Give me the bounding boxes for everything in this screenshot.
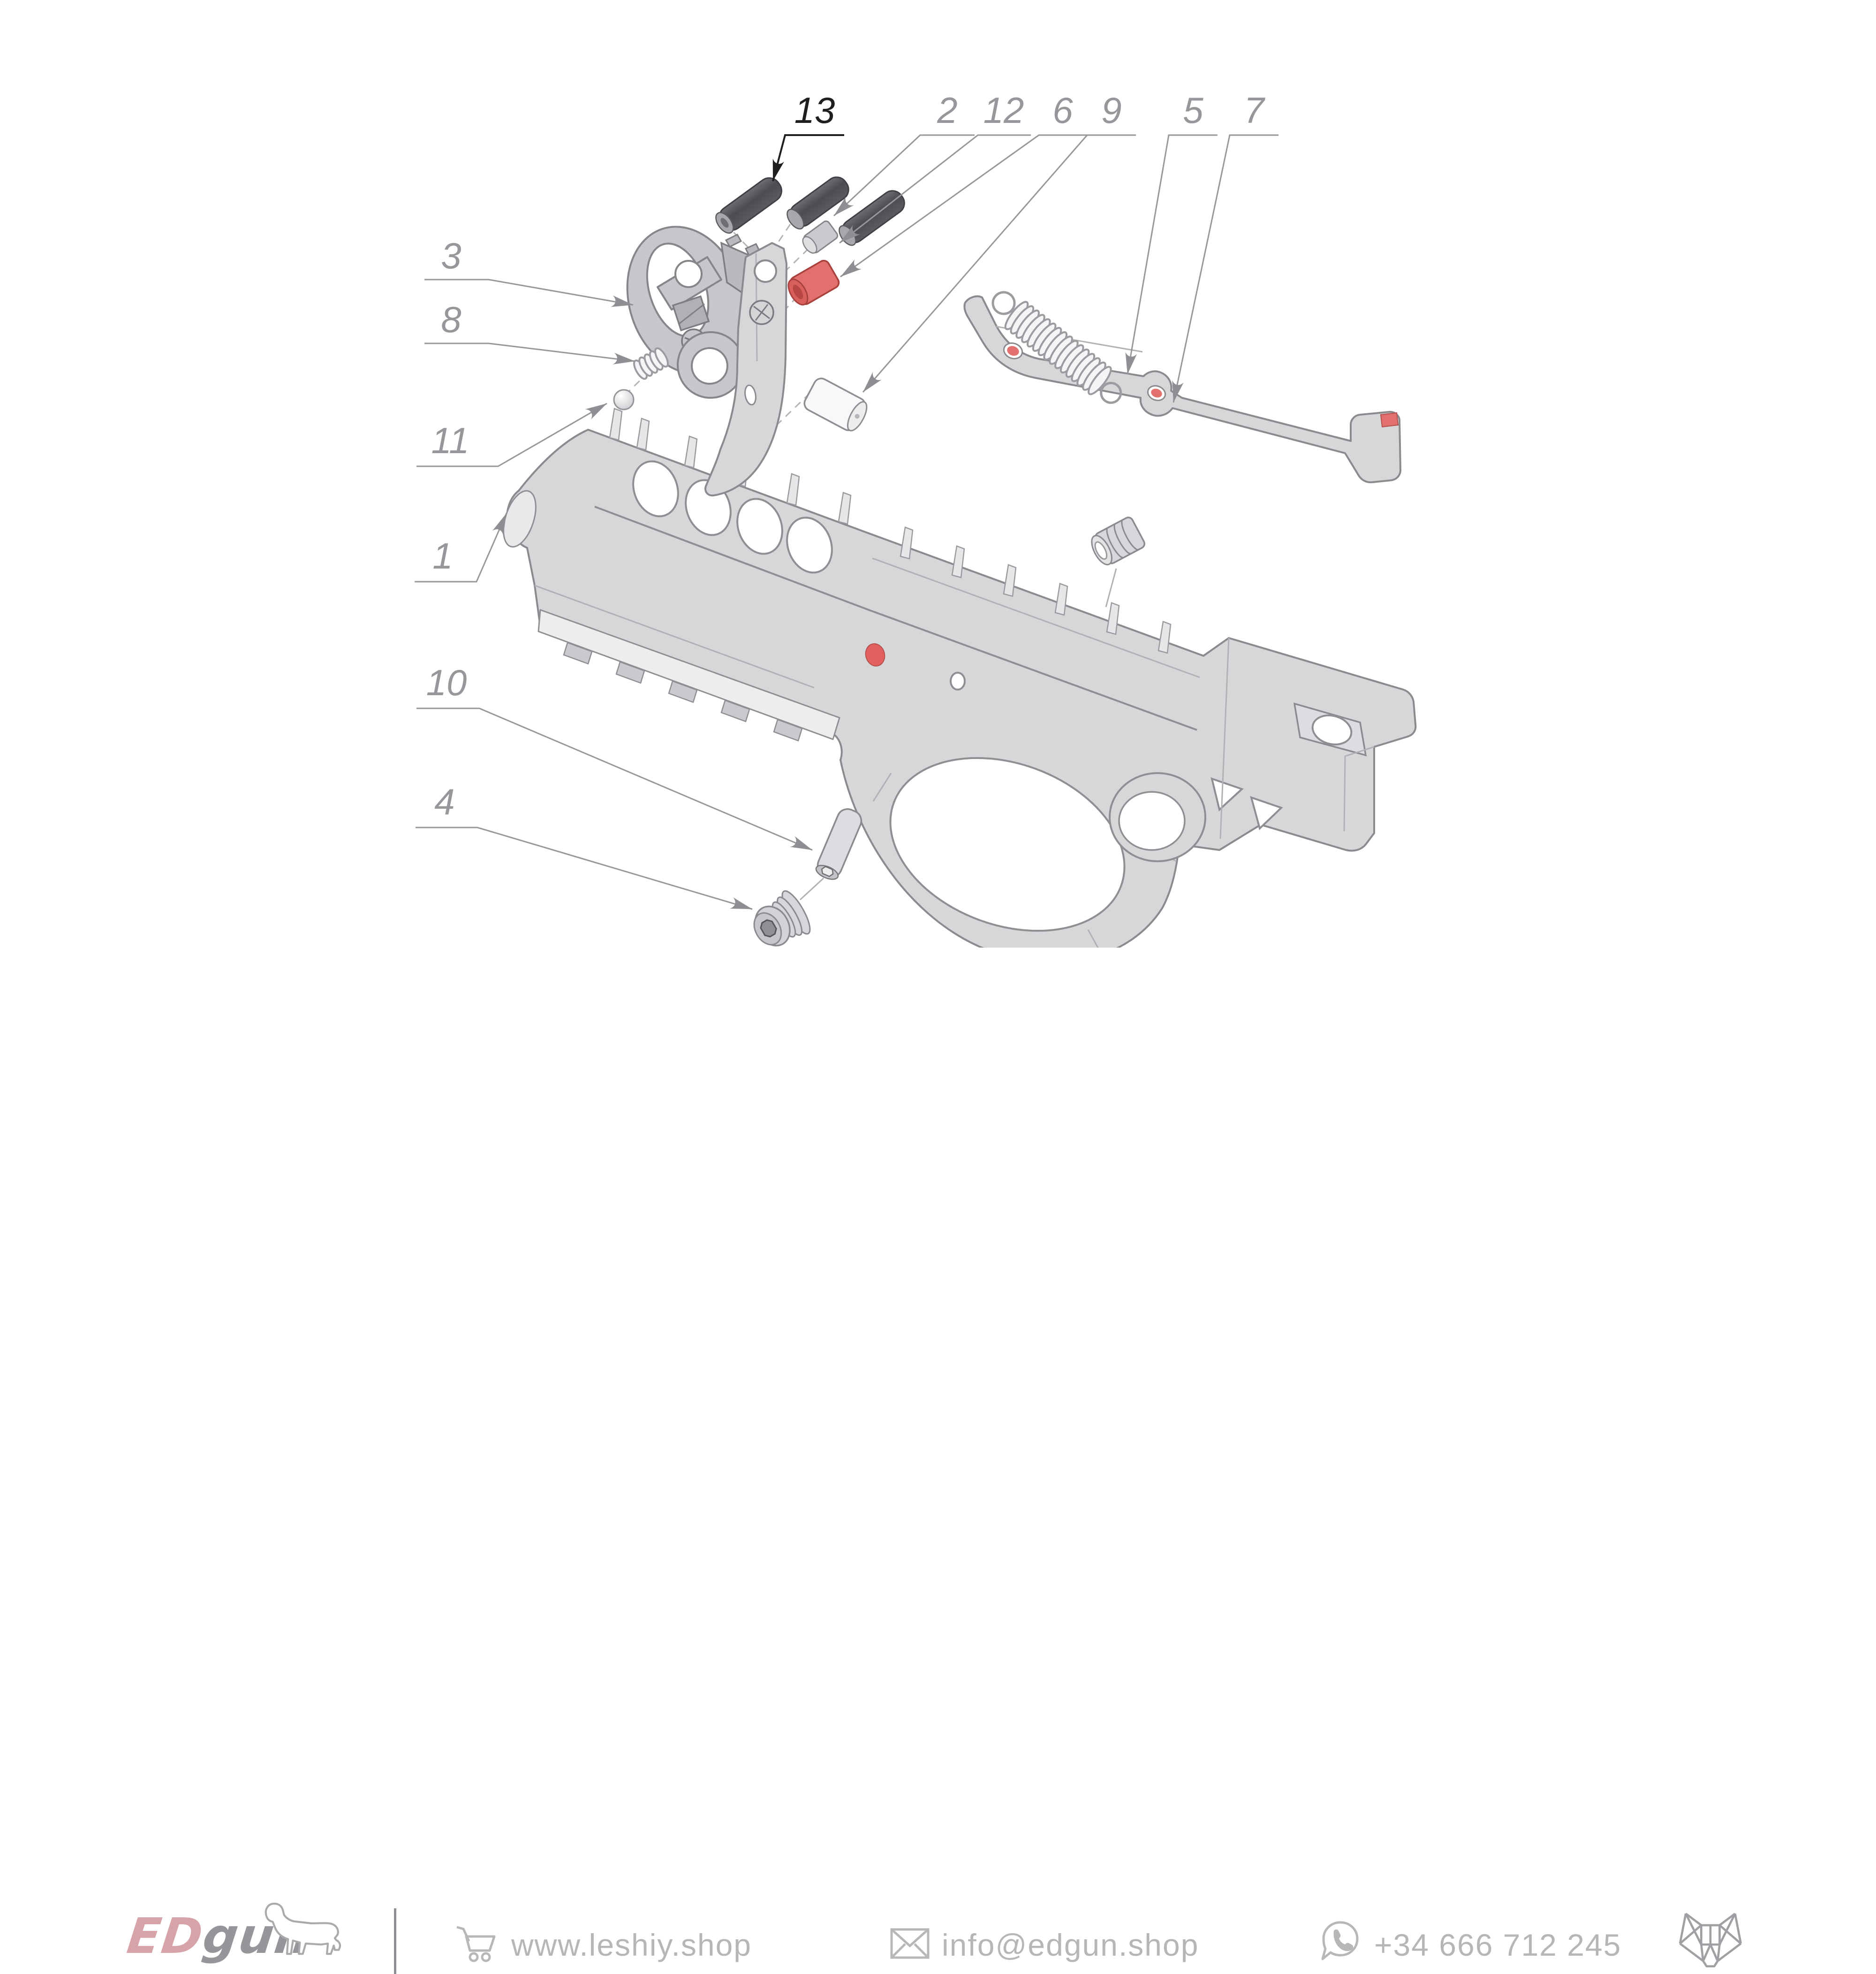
email-link[interactable]: info@edgun.shop [942, 1928, 1199, 1962]
callout-11: 11 [431, 420, 469, 461]
callout-12: 12 [983, 90, 1024, 131]
detent-ball-11 [613, 389, 635, 410]
cart-icon [456, 1926, 496, 1962]
callout-2: 2 [937, 90, 957, 131]
phone-link[interactable]: +34 666 712 245 [1374, 1928, 1622, 1962]
hammer-bore [1109, 772, 1206, 862]
callout-5: 5 [1183, 90, 1203, 131]
pin-2a [787, 176, 849, 230]
red-marker-dot [865, 643, 885, 667]
whatsapp-icon [1321, 1921, 1359, 1960]
detent-spring-8 [633, 347, 669, 380]
footer-divider [394, 1908, 396, 1974]
rear-lug [1293, 702, 1367, 757]
red-bushing-6 [787, 259, 840, 306]
callout-1: 1 [432, 535, 453, 577]
page: { "diagram": { "callouts": [ {"id": "13"… [0, 90, 1876, 1974]
pin-10 [815, 808, 862, 880]
grommet-bushing [1091, 516, 1145, 566]
receiver-wall-holes [632, 460, 833, 574]
sear-spring [991, 291, 1122, 404]
callout-10: 10 [426, 662, 467, 703]
white-cylinder-9 [803, 378, 868, 432]
dog-logo-icon [265, 1902, 341, 1955]
callout-8: 8 [441, 299, 461, 340]
callout-3: 3 [441, 235, 461, 276]
website-link[interactable]: www.leshiy.shop [511, 1928, 752, 1962]
footer: EDgun www.leshiy.shop info@edgun.shop +3… [0, 948, 1876, 1974]
callout-9: 9 [1101, 90, 1121, 131]
trigger-mount [626, 226, 774, 399]
accessory-rail [537, 609, 840, 742]
callout-13: 13 [794, 90, 835, 131]
callout-labels: 13 2 12 6 9 5 7 3 8 11 1 10 4 [426, 90, 1266, 822]
bushing-12 [802, 220, 839, 254]
fox-logo-icon [1679, 1913, 1742, 1967]
envelope-icon [890, 1928, 930, 1959]
callout-6: 6 [1052, 90, 1073, 131]
lever-red-tab [1380, 412, 1399, 428]
callout-4: 4 [434, 781, 454, 822]
trigger-blade [704, 242, 787, 497]
brand-ed: ED [124, 1907, 207, 1965]
pin-13 [715, 177, 782, 234]
callout-7: 7 [1244, 90, 1265, 131]
parts-diagram: 13 2 12 6 9 5 7 3 8 11 1 10 4 [415, 90, 1417, 964]
callout-leaders [415, 134, 1278, 910]
screw-plug-4 [753, 890, 811, 947]
receiver-body [503, 408, 1417, 964]
